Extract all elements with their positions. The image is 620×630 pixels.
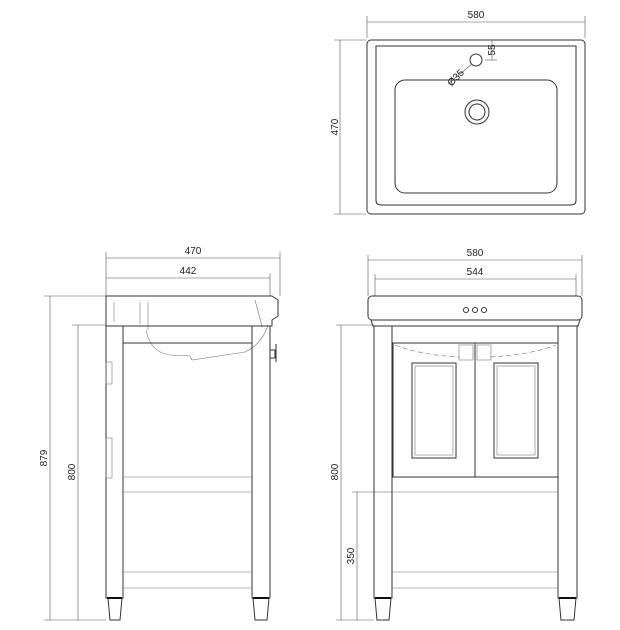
top-view: 580 470 55 Ø35	[330, 10, 586, 215]
dim-label-tap-offset: 55	[487, 44, 498, 56]
left-door-panel[interactable]	[411, 362, 457, 459]
dim-label-width: 580	[468, 10, 485, 21]
basin-front	[367, 295, 583, 321]
door-handle[interactable]	[476, 344, 492, 361]
dim-label-basin-width: 580	[467, 248, 484, 259]
dim-label-total-height: 879	[39, 449, 50, 466]
front-leg	[105, 325, 124, 599]
dim-label-frame-height: 800	[67, 463, 78, 480]
left-leg	[373, 325, 393, 599]
dim-label-frame-width: 544	[467, 267, 484, 278]
hinge	[105, 437, 113, 479]
tap-hole	[469, 53, 483, 67]
drain-outer	[464, 99, 490, 125]
knob-icon	[269, 349, 276, 359]
back-leg	[251, 325, 271, 599]
basin-rim	[375, 45, 577, 206]
basin-bowl	[394, 79, 558, 194]
dim-label-basin-depth: 470	[185, 246, 202, 257]
door-handle[interactable]	[458, 344, 474, 361]
hinge	[105, 361, 113, 385]
leg-feet	[374, 597, 577, 621]
basin-profile	[105, 295, 279, 327]
side-view: 470 442 879 800	[39, 246, 281, 621]
basin-outline	[366, 39, 586, 215]
dim-label-inner-depth: 442	[180, 266, 197, 277]
right-leg	[557, 325, 578, 599]
drain-inner	[468, 103, 486, 121]
dim-label-front-height: 800	[330, 463, 341, 480]
dim-label-shelf-height: 350	[346, 547, 357, 564]
leg-feet	[107, 597, 270, 621]
dim-label-depth: 470	[330, 118, 341, 135]
right-door-panel[interactable]	[493, 362, 539, 459]
front-view: 580 544 800 350	[330, 248, 583, 621]
